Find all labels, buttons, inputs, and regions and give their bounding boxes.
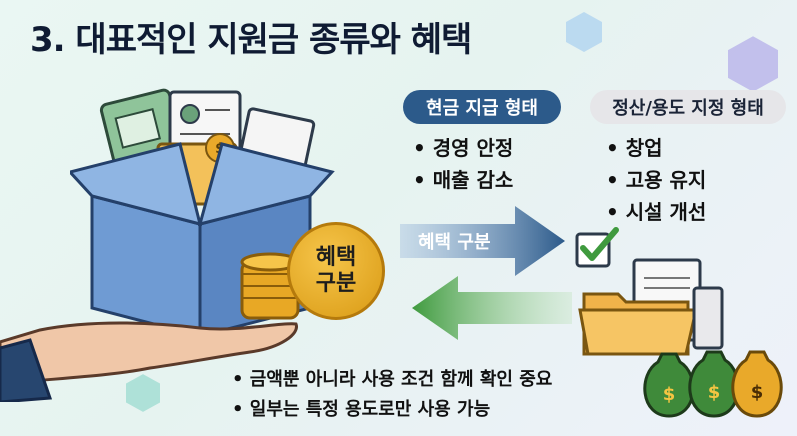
svg-text:$: $ [708,382,721,403]
notes-list: 금액뿐 아니라 사용 조건 함께 확인 중요 일부는 특정 용도로만 사용 가능 [232,365,553,425]
hexagon-decoration [566,12,602,52]
hand-icon [0,321,298,402]
money-bag-icon: $ $ $ [643,350,783,418]
list-item: 매출 감소 [413,164,514,196]
hexagon-decoration [126,374,160,412]
box-icon: $ [70,88,335,336]
coin-badge-line1: 혜택 [315,245,357,270]
page-title: 3. 대표적인 지원금 종류와 혜택 [30,20,472,60]
settle-form-list: 창업 고용 유지 시설 개선 [606,132,707,228]
svg-text:$: $ [751,382,764,403]
svg-text:$: $ [663,384,676,405]
cash-form-label: 현금 지급 형태 [403,90,561,124]
coin-badge-line2: 구분 [315,271,357,296]
checkbox-icon [575,227,619,268]
arrow-label: 혜택 구분 [418,232,491,253]
cash-form-list: 경영 안정 매출 감소 [413,132,514,196]
folder-icon [578,258,724,356]
hexagon-decoration [728,36,778,92]
list-item: 금액뿐 아니라 사용 조건 함께 확인 중요 [232,365,553,395]
list-item: 시설 개선 [606,196,707,228]
arrow-left-icon [412,276,572,340]
arrow-right-icon [400,206,565,276]
benefit-coin-badge: 혜택 구분 [287,222,385,320]
list-item: 창업 [606,132,706,164]
settle-form-label: 정산/용도 지정 형태 [590,90,786,124]
list-item: 경영 안정 [413,132,514,164]
list-item: 고용 유지 [606,164,707,196]
list-item: 일부는 특정 용도로만 사용 가능 [232,395,552,425]
